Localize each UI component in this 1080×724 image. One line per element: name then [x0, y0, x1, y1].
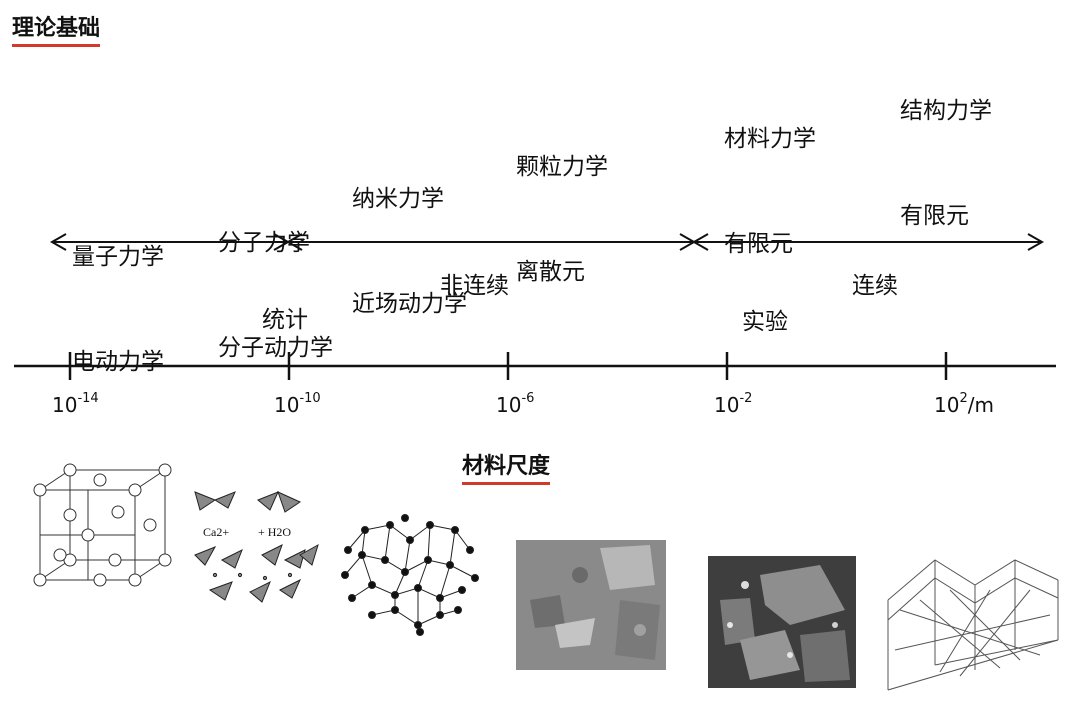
theory-line2: 近场动力学: [352, 291, 467, 317]
theory-line2: 离散元: [516, 259, 585, 285]
tick-label: 10-10: [274, 391, 321, 417]
tick-exponent: 2: [959, 391, 968, 407]
tick-label: 102/m: [934, 391, 994, 417]
divider-arrowhead: [285, 233, 303, 251]
tick-base: 10: [934, 393, 960, 417]
truss-structure-image: [887, 559, 1059, 691]
tick-base: 10: [714, 393, 740, 417]
theory-line2: 电动力学: [72, 349, 164, 375]
crystal-lattice-image: [33, 463, 172, 587]
tick-exponent: -10: [299, 391, 321, 407]
water-label: + H2O: [258, 525, 291, 539]
tick-label: 10-6: [496, 391, 535, 417]
theory-structural: 结构力学 有限元: [900, 24, 992, 269]
zone-discontinuous: 非连续: [440, 273, 509, 299]
theory-line1: 颗粒力学: [516, 154, 608, 180]
right-arrowhead: [1027, 233, 1045, 251]
scale-axis: [14, 352, 1056, 380]
atomic-network-image: [341, 514, 479, 636]
zone-continuous: 连续: [852, 273, 898, 299]
tick-exponent: -6: [521, 391, 535, 407]
tick-label: 10-14: [52, 391, 99, 417]
tick-suffix: /m: [967, 393, 994, 417]
theory-line1: 材料力学: [724, 126, 816, 152]
zone-experiment: 实验: [742, 309, 788, 335]
theory-line1: 量子力学: [72, 244, 164, 270]
tick-base: 10: [274, 393, 300, 417]
zone-statistics: 统计: [262, 307, 308, 333]
theory-line2: 有限元: [724, 231, 793, 257]
ion-label: Ca2+: [203, 525, 229, 539]
molecular-structure-image: [194, 491, 319, 603]
left-arrowhead: [49, 233, 67, 251]
theory-material: 材料力学 有限元: [724, 52, 816, 297]
range-arrows: [49, 233, 1045, 251]
theory-line1: 结构力学: [900, 98, 992, 124]
concrete-section-image: [708, 556, 856, 688]
theory-basis-heading: 理论基础: [12, 10, 101, 47]
theory-line1: 纳米力学: [352, 186, 444, 212]
tick-exponent: -2: [739, 391, 753, 407]
theory-quantum: 量子力学 电动力学: [72, 170, 164, 415]
material-scale-heading: 材料尺度: [462, 448, 551, 485]
tick-exponent: -14: [77, 391, 99, 407]
microstructure-sem-image: [516, 540, 666, 670]
theory-granular: 颗粒力学 离散元: [516, 80, 608, 325]
tick-label: 10-2: [714, 391, 753, 417]
divider-arrowhead: [691, 233, 709, 251]
theory-line2: 分子动力学: [218, 335, 333, 361]
theory-line2: 有限元: [900, 203, 969, 229]
tick-base: 10: [496, 393, 522, 417]
theory-nano: 纳米力学 近场动力学: [352, 112, 467, 357]
tick-base: 10: [52, 393, 78, 417]
